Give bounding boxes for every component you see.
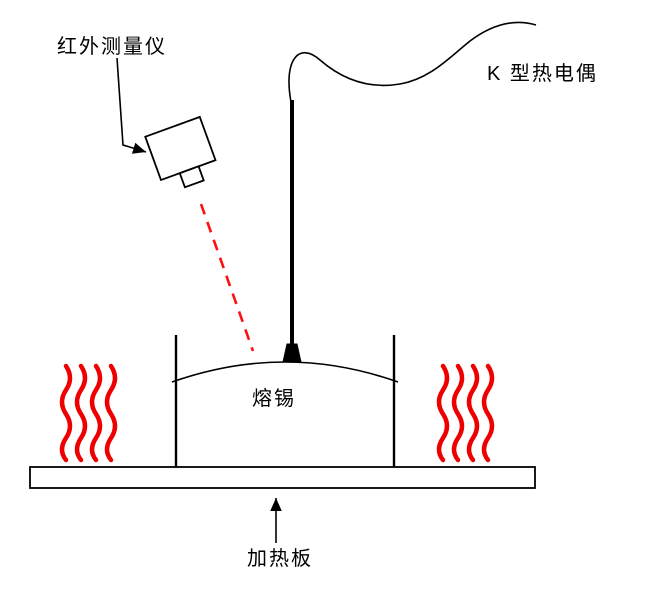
heat-wave-icon (89, 363, 103, 463)
infrared-camera (144, 115, 217, 189)
infrared-camera-lens-icon (178, 165, 205, 189)
heating-plate-label: 加热板 (247, 547, 313, 570)
heating-plate (29, 466, 536, 489)
infrared-leader-arrow (116, 57, 147, 154)
heat-waves-right (436, 363, 495, 463)
heat-wave-icon (104, 363, 118, 463)
infrared-beam (199, 203, 255, 352)
heat-wave-icon (59, 363, 73, 463)
molten-solder-label: 熔锡 (252, 387, 296, 410)
heat-wave-icon (436, 363, 450, 463)
thermocouple-wire (288, 21, 537, 103)
infrared-camera-body (144, 115, 217, 182)
heat-wave-icon (74, 363, 88, 463)
heat-wave-icon (466, 363, 480, 463)
thermocouple-assembly (282, 21, 537, 363)
heat-wave-icon (451, 363, 465, 463)
thermocouple-tip-icon (282, 343, 302, 363)
infrared-meter-label: 红外测量仪 (57, 35, 167, 58)
thermocouple-label: K 型热电偶 (487, 62, 598, 85)
heat-wave-icon (481, 363, 495, 463)
heat-waves-left (59, 363, 118, 463)
molten-solder-surface (171, 361, 399, 383)
